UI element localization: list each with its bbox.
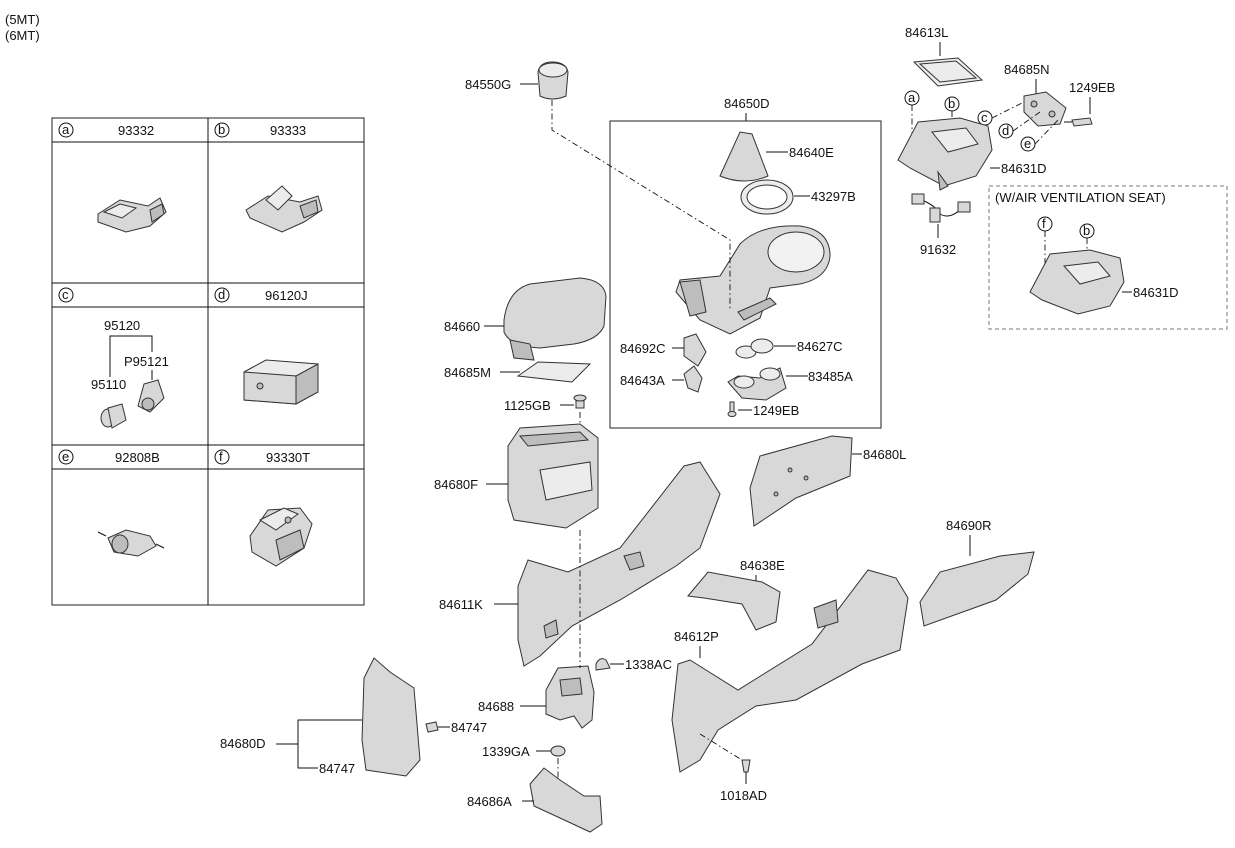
bracket-84638E — [687, 571, 781, 631]
console-84611K — [517, 461, 721, 667]
callout-f: f — [1042, 216, 1046, 231]
armrest-base-84680F — [507, 423, 599, 529]
socket-assembly-illustration: 95120 P95121 95110 — [91, 318, 169, 429]
legend-code-93333: 93333 — [270, 123, 306, 138]
shifter-bezel-shape — [675, 225, 831, 335]
label-84686A: 84686A — [467, 794, 512, 809]
callout-circle-b — [214, 122, 230, 138]
variant-5mt: (5MT) — [5, 12, 40, 27]
callout-b: b — [948, 96, 955, 111]
label-1018AD: 1018AD — [720, 788, 767, 803]
legend-code-92808B: 92808B — [115, 450, 160, 465]
label-1125GB: 1125GB — [504, 398, 551, 413]
pad-84613L — [912, 57, 984, 87]
inset-84650D: 84650D 84640E 43297B 84692C 84627C 84643… — [609, 96, 882, 429]
air-ventilation-title: (W/AIR VENTILATION SEAT) — [995, 190, 1166, 205]
legend-table: a 93332 b 93333 c d 96120J e 92808B f 93… — [51, 117, 365, 606]
panel-84612P — [671, 569, 909, 773]
label-84680L: 84680L — [863, 447, 906, 462]
label-84631D: 84631D — [1001, 161, 1047, 176]
label-84627C: 84627C — [797, 339, 843, 354]
callout-c: c — [981, 110, 988, 125]
label-84640E: 84640E — [789, 145, 834, 160]
cover-84680D — [361, 657, 421, 777]
variant-6mt: (6MT) — [5, 28, 40, 43]
switch-93332-illustration — [97, 197, 167, 233]
label-84613L: 84613L — [905, 25, 948, 40]
label-84747-b: 84747 — [319, 761, 355, 776]
label-84650D: 84650D — [724, 96, 770, 111]
shift-knob-84550G — [537, 61, 569, 100]
legend-letter-b: b — [218, 122, 225, 137]
label-84631D-b: 84631D — [1133, 285, 1179, 300]
callout-d: d — [1002, 123, 1009, 138]
label-84680D: 84680D — [220, 736, 266, 751]
label-84692C: 84692C — [620, 341, 666, 356]
bracket-84685N — [1023, 91, 1067, 127]
callout-circle-c — [58, 287, 74, 303]
label-84612P: 84612P — [674, 629, 719, 644]
callout-e: e — [1024, 136, 1031, 151]
label-84550G: 84550G — [465, 77, 511, 92]
legend-letter-c: c — [62, 287, 69, 302]
label-84685M: 84685M — [444, 365, 491, 380]
label-91632: 91632 — [920, 242, 956, 257]
boot-84640E-shape — [719, 131, 769, 182]
switch-93330T-illustration — [249, 507, 313, 567]
label-1249EB: 1249EB — [1069, 80, 1115, 95]
air-ventilation-box: (W/AIR VENTILATION SEAT) f b 84631D — [988, 185, 1228, 330]
legend-c-P95121: P95121 — [124, 354, 169, 369]
panel-84690R — [919, 551, 1035, 627]
callout-circle-a — [58, 122, 74, 138]
label-84747-a: 84747 — [451, 720, 487, 735]
label-1249EB-inset: 1249EB — [753, 403, 799, 418]
callout-circle-e — [58, 449, 74, 465]
switch-93333-illustration — [245, 185, 323, 233]
clip-84643A-shape — [683, 365, 703, 393]
console-top-84631D — [897, 117, 993, 191]
label-43297B: 43297B — [811, 189, 856, 204]
legend-c-95120: 95120 — [104, 318, 140, 333]
label-1338AC: 1338AC — [625, 657, 672, 672]
cupholder-83485A-shape — [727, 367, 787, 401]
callout-circle-f — [214, 449, 230, 465]
legend-letter-e: e — [62, 449, 69, 464]
panel-84680L — [749, 435, 853, 527]
mat-84627C — [750, 338, 774, 354]
label-84611K: 84611K — [439, 597, 483, 612]
bracket-84686A — [529, 767, 603, 833]
module-96120J-illustration — [243, 359, 319, 405]
socket-92808B-illustration — [97, 529, 165, 557]
label-84688: 84688 — [478, 699, 514, 714]
legend-c-95110: 95110 — [91, 377, 126, 392]
label-83485A: 83485A — [808, 369, 853, 384]
label-84660: 84660 — [444, 319, 480, 334]
legend-letter-f: f — [219, 449, 223, 464]
armrest-84660 — [503, 277, 607, 361]
part-84692C-shape — [683, 333, 707, 367]
legend-code-93330T: 93330T — [266, 450, 310, 465]
label-84680F: 84680F — [434, 477, 478, 492]
legend-letter-d: d — [218, 287, 225, 302]
callout-b2: b — [1083, 223, 1090, 238]
callout-circle-d — [214, 287, 230, 303]
legend-code-93332: 93332 — [118, 123, 154, 138]
label-84690R: 84690R — [946, 518, 992, 533]
bracket-84688 — [545, 665, 595, 729]
legend-code-96120J: 96120J — [265, 288, 308, 303]
label-1339GA: 1339GA — [482, 744, 530, 759]
harness-91632 — [911, 193, 971, 223]
label-84685N: 84685N — [1004, 62, 1050, 77]
label-84638E: 84638E — [740, 558, 785, 573]
callout-a: a — [908, 90, 916, 105]
label-84643A: 84643A — [620, 373, 665, 388]
mat-84685M — [516, 361, 592, 383]
legend-letter-a: a — [62, 122, 70, 137]
